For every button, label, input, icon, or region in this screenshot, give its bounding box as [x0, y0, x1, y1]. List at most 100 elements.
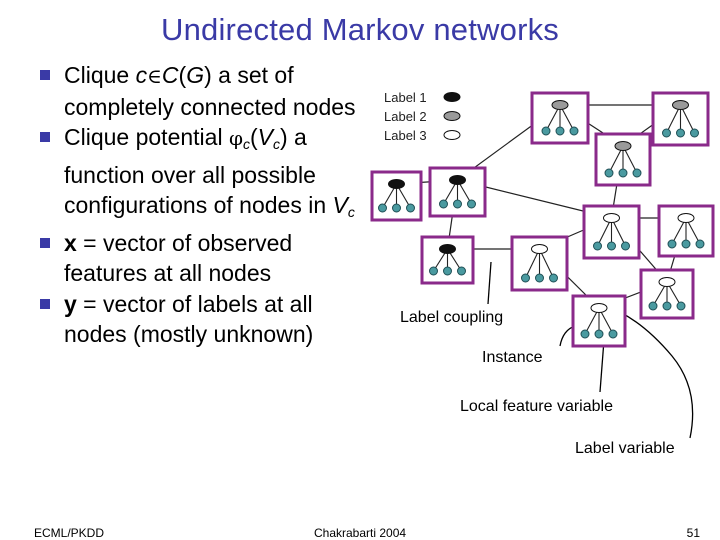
- local-feature-node: [549, 273, 558, 283]
- bullet-item: Clique potential φc(Vc) a function over …: [38, 122, 378, 228]
- instance-box: [420, 235, 475, 285]
- label-node: [551, 100, 569, 110]
- local-feature-node: [667, 239, 677, 249]
- footer-author: Chakrabarti 2004: [314, 526, 407, 540]
- instance-box: [530, 91, 590, 145]
- local-feature-node: [580, 329, 590, 339]
- local-feature-node: [604, 168, 614, 178]
- bullet-text: (: [178, 62, 187, 88]
- local-feature-node: [593, 241, 602, 251]
- local-feature-node: [618, 168, 628, 178]
- local-feature-node: [594, 329, 604, 339]
- local-feature-node: [662, 128, 671, 138]
- bullet-text: V: [257, 124, 273, 150]
- bullet-text: ) a set of completely connected nodes: [64, 62, 356, 120]
- bullet-item: Clique c∈C(G) a set of completely connec…: [38, 60, 378, 122]
- local-feature-node: [690, 128, 699, 138]
- feature-edge: [539, 248, 554, 279]
- bullet-marker: [40, 132, 50, 142]
- local-feature-node: [695, 239, 705, 249]
- legend-label: Label 3: [384, 128, 427, 143]
- local-feature-node: [535, 273, 544, 283]
- instance-box: [594, 132, 652, 187]
- local-feature-node: [429, 266, 438, 276]
- local-feature-node: [648, 301, 658, 311]
- instance-box: [571, 294, 627, 348]
- instance-box: [510, 235, 569, 292]
- label-coupling-arrow: [487, 261, 492, 305]
- bullet-text: ) a function over all possible configura…: [64, 124, 333, 218]
- bullet-text: (: [249, 124, 258, 150]
- local-feature-node: [607, 241, 616, 251]
- bullet-text: G: [186, 62, 205, 88]
- bullet-item: y = vector of labels at all nodes (mostl…: [38, 289, 378, 350]
- local-feature-node: [621, 241, 630, 251]
- legend-label: Label 1: [384, 90, 427, 105]
- bullet-text: c: [347, 204, 355, 220]
- label-node: [439, 244, 456, 254]
- annotation-instance: Instance: [482, 349, 543, 366]
- label-node: [672, 100, 689, 110]
- bullet-text: y: [64, 290, 77, 317]
- local-feature-node: [406, 203, 415, 213]
- local-feature-node: [569, 126, 579, 136]
- local-feature-node: [608, 329, 618, 339]
- bullet-list: Clique c∈C(G) a set of completely connec…: [38, 60, 378, 350]
- bullet-text: C: [161, 62, 179, 88]
- label-node: [449, 175, 466, 185]
- instance-box: [639, 268, 695, 320]
- instance-box: [428, 166, 487, 218]
- label-node: [677, 213, 695, 223]
- bullet-marker: [40, 237, 50, 248]
- local-feature-node: [392, 203, 401, 213]
- label-node: [531, 244, 548, 254]
- bullet-text: V: [332, 192, 348, 218]
- bullet-text: = vector of observed features at all nod…: [64, 229, 293, 287]
- legend-label: Label 2: [384, 109, 427, 124]
- bullet-text: x: [64, 229, 77, 256]
- local-feature-node: [457, 266, 466, 276]
- annotation-label-coupling: Label coupling: [400, 309, 503, 326]
- legend-swatch: [443, 92, 461, 102]
- footer-conference: ECML/PKDD: [34, 526, 105, 540]
- local-feature-node: [378, 203, 387, 213]
- bullet-text: Clique potential: [64, 124, 229, 150]
- label-node: [590, 303, 608, 313]
- local-feature-arrow: [599, 339, 605, 393]
- instance-box: [651, 91, 710, 147]
- instance-box: [582, 204, 641, 260]
- bullet-text: c: [242, 136, 250, 152]
- bullet-marker: [40, 298, 50, 309]
- local-feature-node: [467, 199, 476, 209]
- local-feature-node: [676, 128, 685, 138]
- feature-edge: [525, 248, 540, 279]
- instance-box: [657, 204, 715, 258]
- local-feature-node: [555, 126, 565, 136]
- local-feature-node: [676, 301, 686, 311]
- bullet-text: c: [135, 62, 148, 88]
- local-feature-node: [453, 199, 462, 209]
- slide-title: Undirected Markov networks: [160, 12, 559, 47]
- bullet-text: Clique: [64, 62, 136, 88]
- bullet-text: φ: [228, 126, 243, 150]
- label-node: [614, 141, 632, 151]
- label-node: [603, 213, 620, 223]
- label-node: [658, 277, 676, 287]
- bullet-text: ∈: [147, 64, 162, 88]
- local-feature-node: [521, 273, 530, 283]
- bullet-marker: [40, 70, 50, 80]
- local-feature-node: [541, 126, 551, 136]
- local-feature-node: [443, 266, 452, 276]
- local-feature-node: [632, 168, 642, 178]
- local-feature-node: [662, 301, 672, 311]
- instance-box: [370, 170, 423, 222]
- bullet-text: = vector of labels at all nodes (mostly …: [64, 290, 314, 348]
- label-node: [388, 179, 405, 189]
- local-feature-node: [681, 239, 691, 249]
- legend-swatch: [443, 111, 461, 121]
- annotation-local-feature-variable: Local feature variable: [460, 398, 613, 415]
- legend-swatch: [443, 130, 461, 140]
- annotation-label-variable: Label variable: [575, 440, 675, 457]
